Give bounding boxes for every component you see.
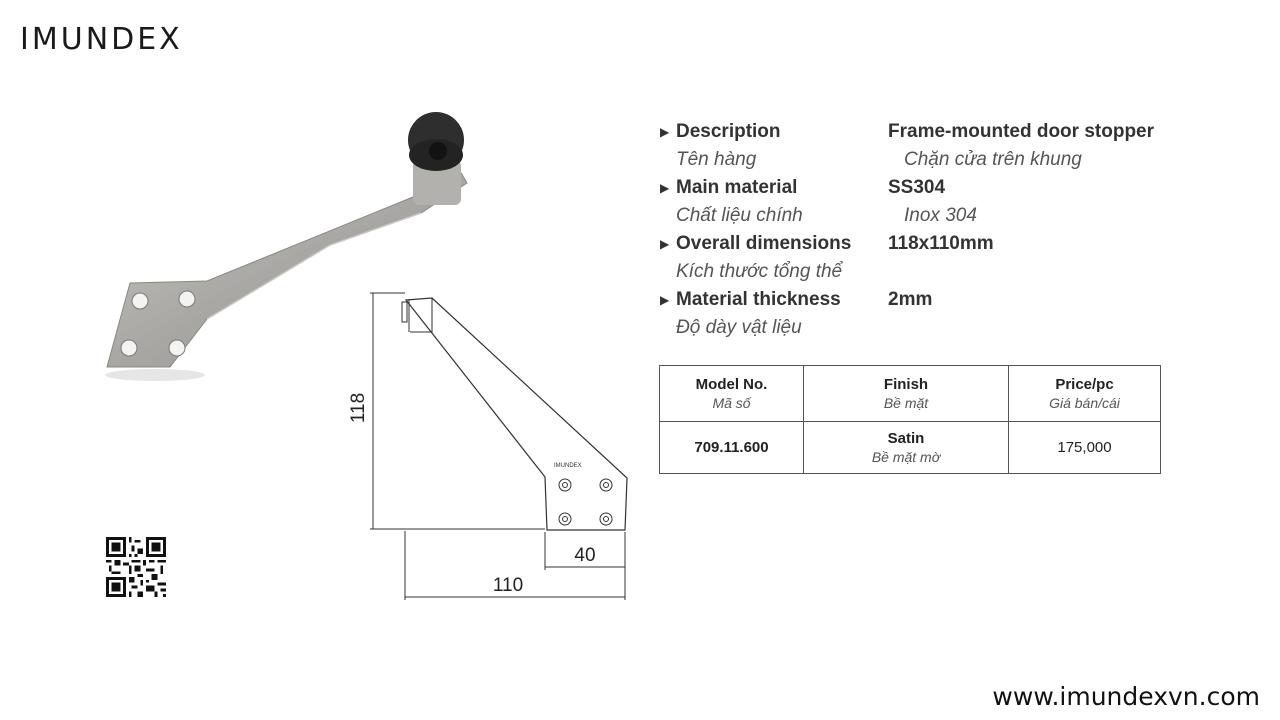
spec-thickness-row: ▶ Material thickness 2mm <box>660 286 1220 314</box>
spec-key-vi: Tên hàng <box>676 149 757 170</box>
spec-key-vi: Kích thước tổng thể <box>676 261 843 282</box>
finish-value-vi: Bề mặt mờ <box>871 448 941 465</box>
spec-value: Frame-mounted door stopper <box>888 121 1155 142</box>
width-label: 110 <box>493 575 523 596</box>
spec-value-vi: Inox 304 <box>904 205 977 226</box>
spec-description-row: ▶ Description Frame-mounted door stopper <box>660 118 1220 146</box>
spec-key: Overall dimensions <box>676 233 852 254</box>
height-label: 118 <box>348 393 369 423</box>
website-link[interactable]: www.imundexvn.com <box>992 682 1260 711</box>
header-label-vi: Bề mặt <box>883 394 929 411</box>
price-value: 175,000 <box>1057 439 1112 456</box>
price-cell: 175,000 <box>1008 421 1161 474</box>
base-label: 40 <box>574 545 595 566</box>
table-row: 709.11.600 Satin Bề mặt mờ 175,000 <box>659 421 1161 474</box>
spec-key: Description <box>676 121 781 142</box>
spec-thickness-row-vi: Độ dày vật liệu <box>660 314 1220 342</box>
brand-logo: IMUNDEX <box>20 22 183 57</box>
header-label-vi: Giá bán/cái <box>1049 394 1120 411</box>
spec-key-vi: Chất liệu chính <box>676 205 803 226</box>
header-label: Price/pc <box>1055 375 1114 393</box>
arrow-icon: ▶ <box>660 237 670 251</box>
spec-value: SS304 <box>888 177 946 198</box>
spec-description-row-vi: Tên hàng Chặn cửa trên khung <box>660 146 1220 174</box>
arrow-icon: ▶ <box>660 293 670 307</box>
technical-drawing: IMUNDEX 118 110 40 <box>348 292 628 600</box>
spec-value: 2mm <box>888 289 933 310</box>
drawing-logo: IMUNDEX <box>554 463 582 469</box>
spec-key: Main material <box>676 177 798 198</box>
arrow-icon: ▶ <box>660 181 670 195</box>
spec-dimensions-row-vi: Kích thước tổng thể <box>660 258 1220 286</box>
model-number: 709.11.600 <box>694 439 769 456</box>
table-header-row: Model No. Mã số Finish Bề mặt Price/pc G… <box>659 365 1161 422</box>
spec-value: 118x110mm <box>888 233 994 254</box>
finish-value: Satin <box>887 429 925 447</box>
arrow-icon: ▶ <box>660 125 670 139</box>
spec-material-row-vi: Chất liệu chính Inox 304 <box>660 202 1220 230</box>
spec-material-row: ▶ Main material SS304 <box>660 174 1220 202</box>
header-model: Model No. Mã số <box>659 365 804 422</box>
header-label-vi: Mã số <box>712 394 751 411</box>
header-finish: Finish Bề mặt <box>803 365 1009 422</box>
model-cell: 709.11.600 <box>659 421 804 474</box>
spec-value-vi: Chặn cửa trên khung <box>904 149 1082 170</box>
spec-dimensions-row: ▶ Overall dimensions 118x110mm <box>660 230 1220 258</box>
header-label: Model No. <box>695 375 768 393</box>
price-table: Model No. Mã số Finish Bề mặt Price/pc G… <box>659 365 1161 474</box>
product-photo <box>105 112 468 381</box>
spec-key-vi: Độ dày vật liệu <box>676 317 802 338</box>
header-label: Finish <box>883 375 929 393</box>
header-price: Price/pc Giá bán/cái <box>1008 365 1161 422</box>
specifications-list: ▶Description Frame-mounted door stopper … <box>660 118 1220 342</box>
qr-code <box>106 537 166 597</box>
spec-key: Material thickness <box>676 289 841 310</box>
finish-cell: Satin Bề mặt mờ <box>803 421 1009 474</box>
